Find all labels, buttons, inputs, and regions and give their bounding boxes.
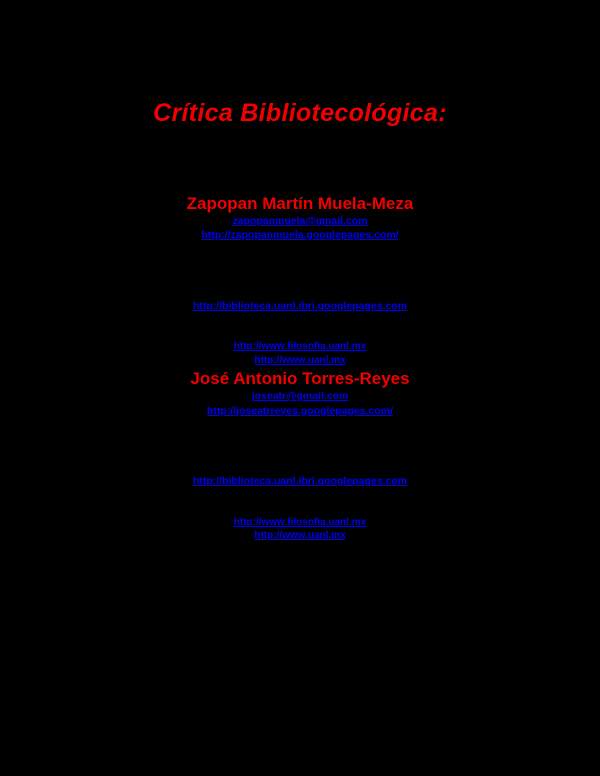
author-university-link-1[interactable]: http://www.uanl.mx: [254, 355, 346, 366]
author-block-1: Zapopan Martín Muela-Meza zapopanmuela@g…: [0, 128, 600, 368]
author-homepage-link-2[interactable]: http://joseatrreyes.googlepages.com/: [206, 404, 394, 417]
author-email-link-1[interactable]: zapopanmuela@gmail.com: [232, 214, 368, 227]
author-faculty-link-1[interactable]: http://www.filosofia.uanl.mx: [233, 341, 367, 353]
author-name-1: Zapopan Martín Muela-Meza: [186, 193, 414, 213]
block-spacer-4: [0, 489, 600, 516]
author-university-link-2[interactable]: http://www.uanl.mx: [254, 530, 346, 542]
author-affiliation-link-1[interactable]: http://biblioteca.uanl.ibri.googlepages.…: [192, 299, 408, 312]
block-spacer-3: [0, 418, 600, 474]
author-name-2: José Antonio Torres-Reyes: [190, 368, 410, 388]
block-spacer-2: [0, 313, 600, 340]
author-affiliation-link-2[interactable]: http://biblioteca.uanl.ibri.googlepages.…: [192, 475, 408, 488]
author-email-link-2[interactable]: joseatr@gmail.com: [251, 390, 349, 403]
author-block-2: José Antonio Torres-Reyes joseatr@gmail.…: [0, 368, 600, 543]
page-title: Crítica Bibliotecológica:: [153, 99, 447, 127]
author-homepage-link-1[interactable]: http://zapopanmuela.googlepages.com/: [201, 229, 399, 242]
block-spacer-1: [0, 243, 600, 299]
document-content: Crítica Bibliotecológica: Zapopan Martín…: [0, 99, 600, 543]
author-faculty-link-2[interactable]: http://www.filosofia.uanl.mx: [233, 516, 367, 528]
